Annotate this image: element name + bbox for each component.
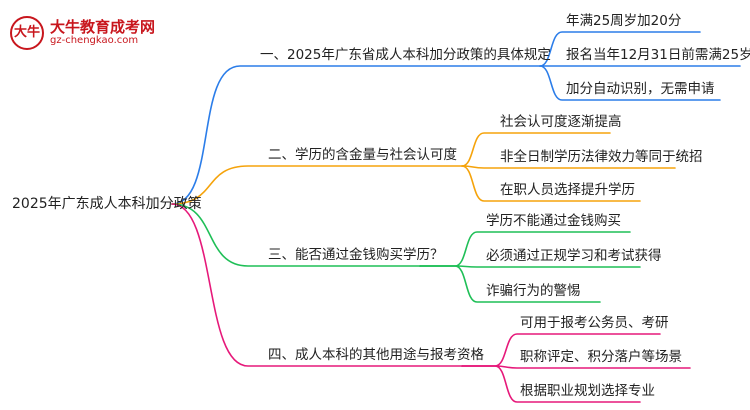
branch-3-leaf-1: 学历不能通过金钱购买	[486, 213, 621, 229]
branch-2-connector	[171, 165, 463, 205]
branch-1-connector	[171, 65, 541, 205]
branch-2-leaf-1-connector	[461, 132, 611, 167]
root-topic: 2025年广东成人本科加分政策	[12, 196, 202, 212]
logo-url: gz-chengkao.com	[50, 35, 139, 46]
branch-2-leaf-1: 社会认可度逐渐提高	[500, 114, 622, 130]
branch-1-leaf-3: 加分自动识别，无需申请	[566, 81, 715, 97]
branch-2-leaf-2: 非全日制学历法律效力等同于统招	[500, 149, 703, 165]
logo-badge-icon: 大牛	[10, 16, 44, 50]
branch-4-leaf-3: 根据职业规划选择专业	[520, 383, 655, 399]
branch-1-leaf-2: 报名当年12月31日前需满25岁	[566, 47, 750, 63]
branch-2-leaf-3: 在职人员选择提升学历	[500, 182, 635, 198]
branch-1-leaf-1: 年满25周岁加20分	[566, 13, 682, 29]
branch-4-label: 四、成人本科的其他用途与报考资格	[268, 347, 484, 363]
branch-4-leaf-1: 可用于报考公务员、考研	[520, 315, 669, 331]
branch-3-leaf-2: 必须通过正规学习和考试获得	[486, 248, 662, 264]
branch-3-label: 三、能否通过金钱购买学历？	[268, 247, 444, 263]
branch-4-leaf-2: 职称评定、积分落户等场景	[520, 349, 682, 365]
branch-2-leaf-3-connector	[461, 165, 641, 202]
branch-3-leaf-3: 诈骗行为的警惕	[486, 283, 581, 299]
branch-3-leaf-3-connector	[419, 265, 601, 303]
branch-1-leaf-1-connector	[539, 31, 701, 67]
branch-2-leaf-2-connector	[461, 165, 676, 169]
branch-1-leaf-3-connector	[539, 65, 721, 101]
branch-4-leaf-3-connector	[461, 365, 641, 403]
branch-1-label: 一、2025年广东省成人本科加分政策的具体规定	[260, 47, 551, 63]
branch-2-label: 二、学历的含金量与社会认可度	[268, 147, 457, 163]
site-logo[interactable]: 大牛 大牛教育成考网 gz-chengkao.com	[10, 16, 160, 50]
logo-name: 大牛教育成考网	[50, 18, 156, 36]
branch-3-connector	[171, 203, 421, 267]
branch-4-connector	[171, 203, 463, 367]
